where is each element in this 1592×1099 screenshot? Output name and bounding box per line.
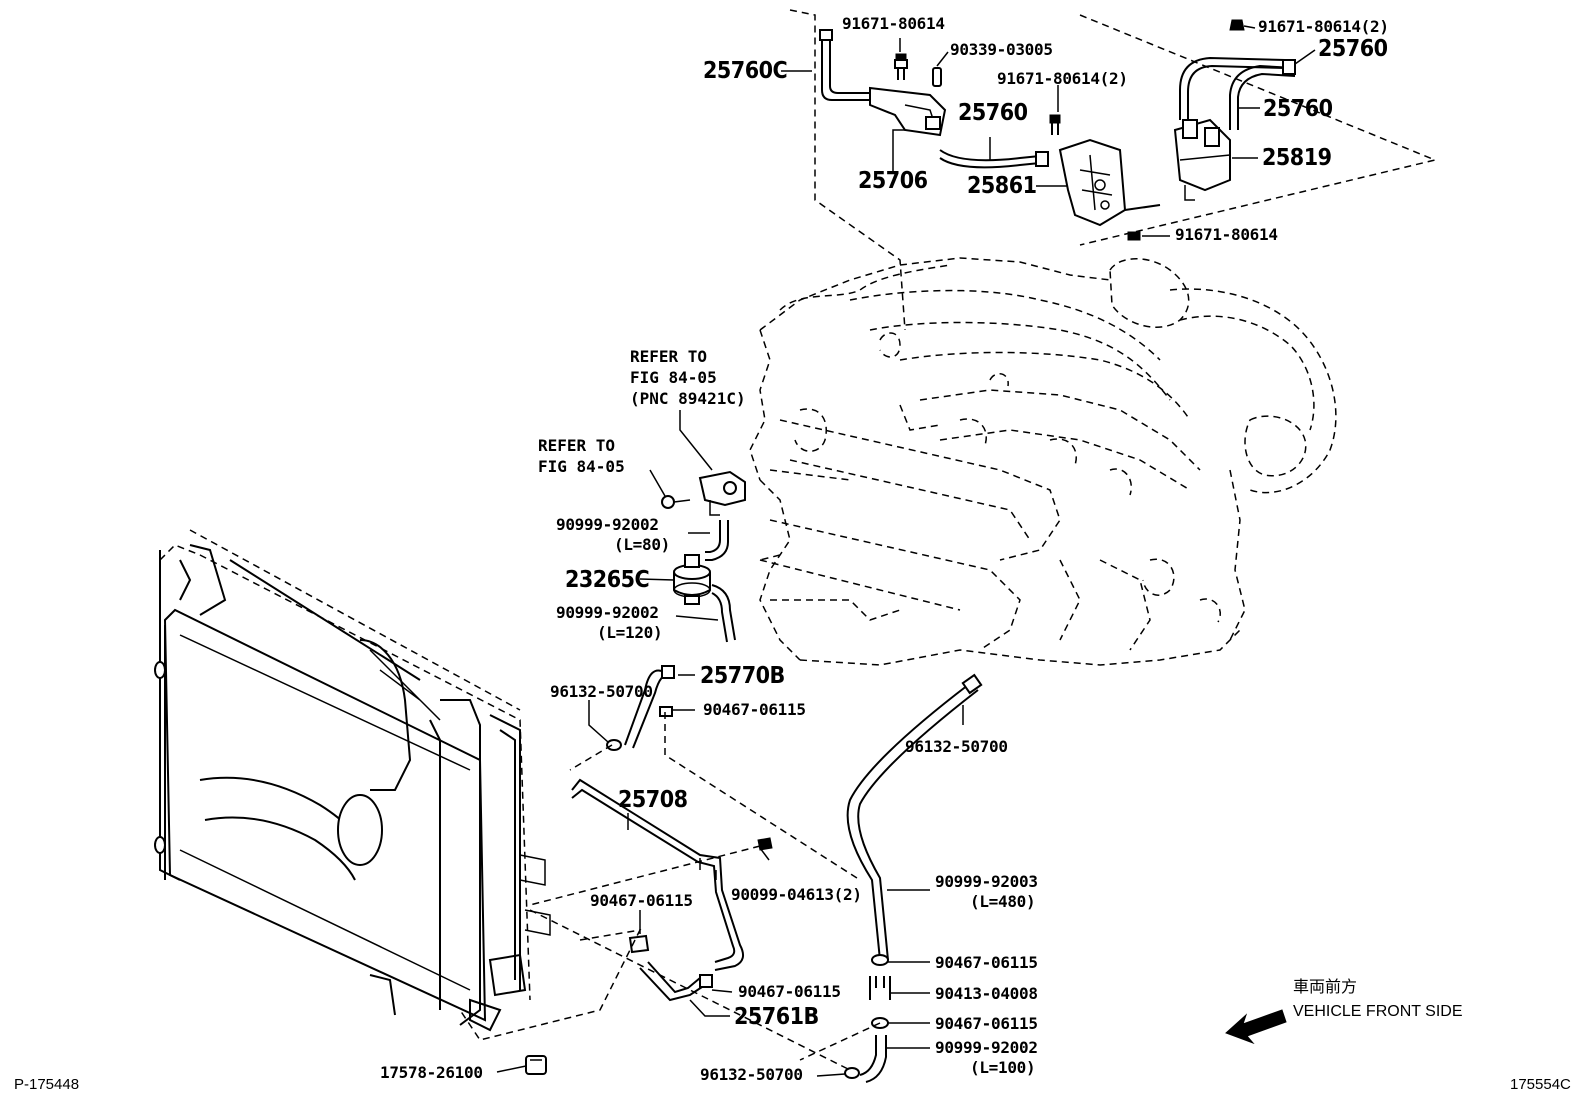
label-90999-92003-len: (L=480) <box>970 892 1035 911</box>
label-90467-06115-d: 90467-06115 <box>738 982 841 1001</box>
sensor-89421c <box>698 470 746 516</box>
part-labels: 91671-80614 90339-03005 91671-80614(2) 2… <box>380 14 1389 1084</box>
label-90413-04008: 90413-04008 <box>935 984 1038 1003</box>
clamp-96132-50700-c <box>844 1067 860 1079</box>
label-96132-50700-a: 96132-50700 <box>550 682 653 701</box>
label-96132-50700-c: 96132-50700 <box>700 1065 803 1084</box>
clip-17578-26100 <box>525 1055 547 1075</box>
hose-25760c <box>819 29 870 101</box>
clip-90467-06115-c <box>871 954 889 966</box>
hose-25770b <box>624 665 675 749</box>
label-25770b: 25770B <box>700 663 785 689</box>
bracket-25861 <box>1058 138 1161 227</box>
clamp-96132-50700-a <box>606 739 622 751</box>
hose-25761b <box>639 961 713 1002</box>
hose-90999-92002-l120 <box>711 584 736 643</box>
bolt-91671-80614-b <box>1049 114 1061 135</box>
bolt-91671-80614-bottom-right <box>1127 231 1141 241</box>
label-25706: 25706 <box>858 168 928 194</box>
label-90999-92002-b: 90999-92002 <box>556 603 659 622</box>
vsv-25706 <box>869 86 947 137</box>
label-17578-26100: 17578-26100 <box>380 1063 483 1082</box>
label-90467-06115-e: 90467-06115 <box>935 1014 1038 1033</box>
dash-lower-right <box>799 1022 881 1061</box>
label-25760c: 25760C <box>703 58 787 84</box>
label-90467-06115-c: 90467-06115 <box>935 953 1038 972</box>
label-96132-50700-b: 96132-50700 <box>905 737 1008 756</box>
label-91671-80614-2-top: 91671-80614(2) <box>1258 17 1389 36</box>
clip-90339-03005 <box>932 67 942 87</box>
label-refer2-line1: REFER TO <box>538 436 615 455</box>
footer-left-code: P-175448 <box>14 1076 79 1093</box>
label-90999-92002-b-len: (L=120) <box>597 623 662 642</box>
hose-25760-mid <box>939 149 1049 169</box>
label-90999-92002-a-len: (L=80) <box>614 535 670 554</box>
label-91671-80614-top: 91671-80614 <box>842 14 945 33</box>
dash-clamp-a <box>569 744 613 771</box>
pipe-25708 <box>571 778 745 971</box>
label-90999-92002-c: 90999-92002 <box>935 1038 1038 1057</box>
label-90339-03005: 90339-03005 <box>950 40 1053 59</box>
direction-en-label: VEHICLE FRONT SIDE <box>1293 1003 1463 1020</box>
filter-23265c <box>673 554 711 605</box>
label-90099-04613: 90099-04613(2) <box>731 885 862 904</box>
label-refer1-line3: (PNC 89421C) <box>630 389 746 408</box>
label-25760-c: 25760 <box>1263 96 1333 122</box>
footer-right-code: 175554C <box>1510 1076 1571 1093</box>
label-refer2-line2: FIG 84-05 <box>538 457 625 476</box>
dash-clip-a <box>664 712 861 881</box>
label-90999-92002-c-len: (L=100) <box>970 1058 1035 1077</box>
dash-box-lower <box>459 929 642 1041</box>
radiator-outline <box>154 529 551 1032</box>
label-90467-06115-a: 90467-06115 <box>703 700 806 719</box>
dash-bolt <box>529 845 761 906</box>
bolt-91671-80614-a <box>894 53 908 80</box>
vsv-25819 <box>1173 118 1231 201</box>
clip-90467-06115-a <box>659 706 673 717</box>
label-25760-a: 25760 <box>1318 36 1388 62</box>
engine-outline <box>749 257 1337 666</box>
leader-lines <box>496 25 1316 1077</box>
label-25708: 25708 <box>618 787 688 813</box>
hose-90999-92002-l80 <box>705 520 729 561</box>
footer: P-175448 175554C <box>14 1076 1571 1093</box>
direction-jp-label: 車両前方 <box>1293 978 1357 996</box>
long-hose-90999-92003 <box>846 673 983 961</box>
label-23265c: 23265C <box>565 567 649 593</box>
vehicle-front-arrow-icon <box>1225 1009 1287 1045</box>
label-refer1-line2: FIG 84-05 <box>630 368 717 387</box>
label-90467-06115-b: 90467-06115 <box>590 891 693 910</box>
label-25861: 25861 <box>967 173 1037 199</box>
label-91671-80614-low: 91671-80614 <box>1175 225 1278 244</box>
direction-legend: 車両前方 VEHICLE FRONT SIDE <box>1293 978 1463 1020</box>
dash-mid <box>759 469 851 561</box>
bolt-91671-80614-top-right <box>1229 19 1245 31</box>
label-25761b: 25761B <box>734 1004 819 1030</box>
dash-leader-top-left <box>789 9 906 331</box>
hoses-25760-right <box>1179 56 1296 130</box>
label-91671-80614-2-mid: 91671-80614(2) <box>997 69 1128 88</box>
label-25819: 25819 <box>1262 145 1332 171</box>
label-90999-92002-a: 90999-92002 <box>556 515 659 534</box>
label-25760-b: 25760 <box>958 100 1028 126</box>
dash-leader-top-right <box>1079 14 1438 246</box>
label-90999-92003: 90999-92003 <box>935 872 1038 891</box>
bolt-refer <box>661 495 691 509</box>
label-refer1-line1: REFER TO <box>630 347 707 366</box>
union-90413-04008 <box>869 976 891 1000</box>
hose-90999-92002-l100 <box>859 1035 887 1083</box>
